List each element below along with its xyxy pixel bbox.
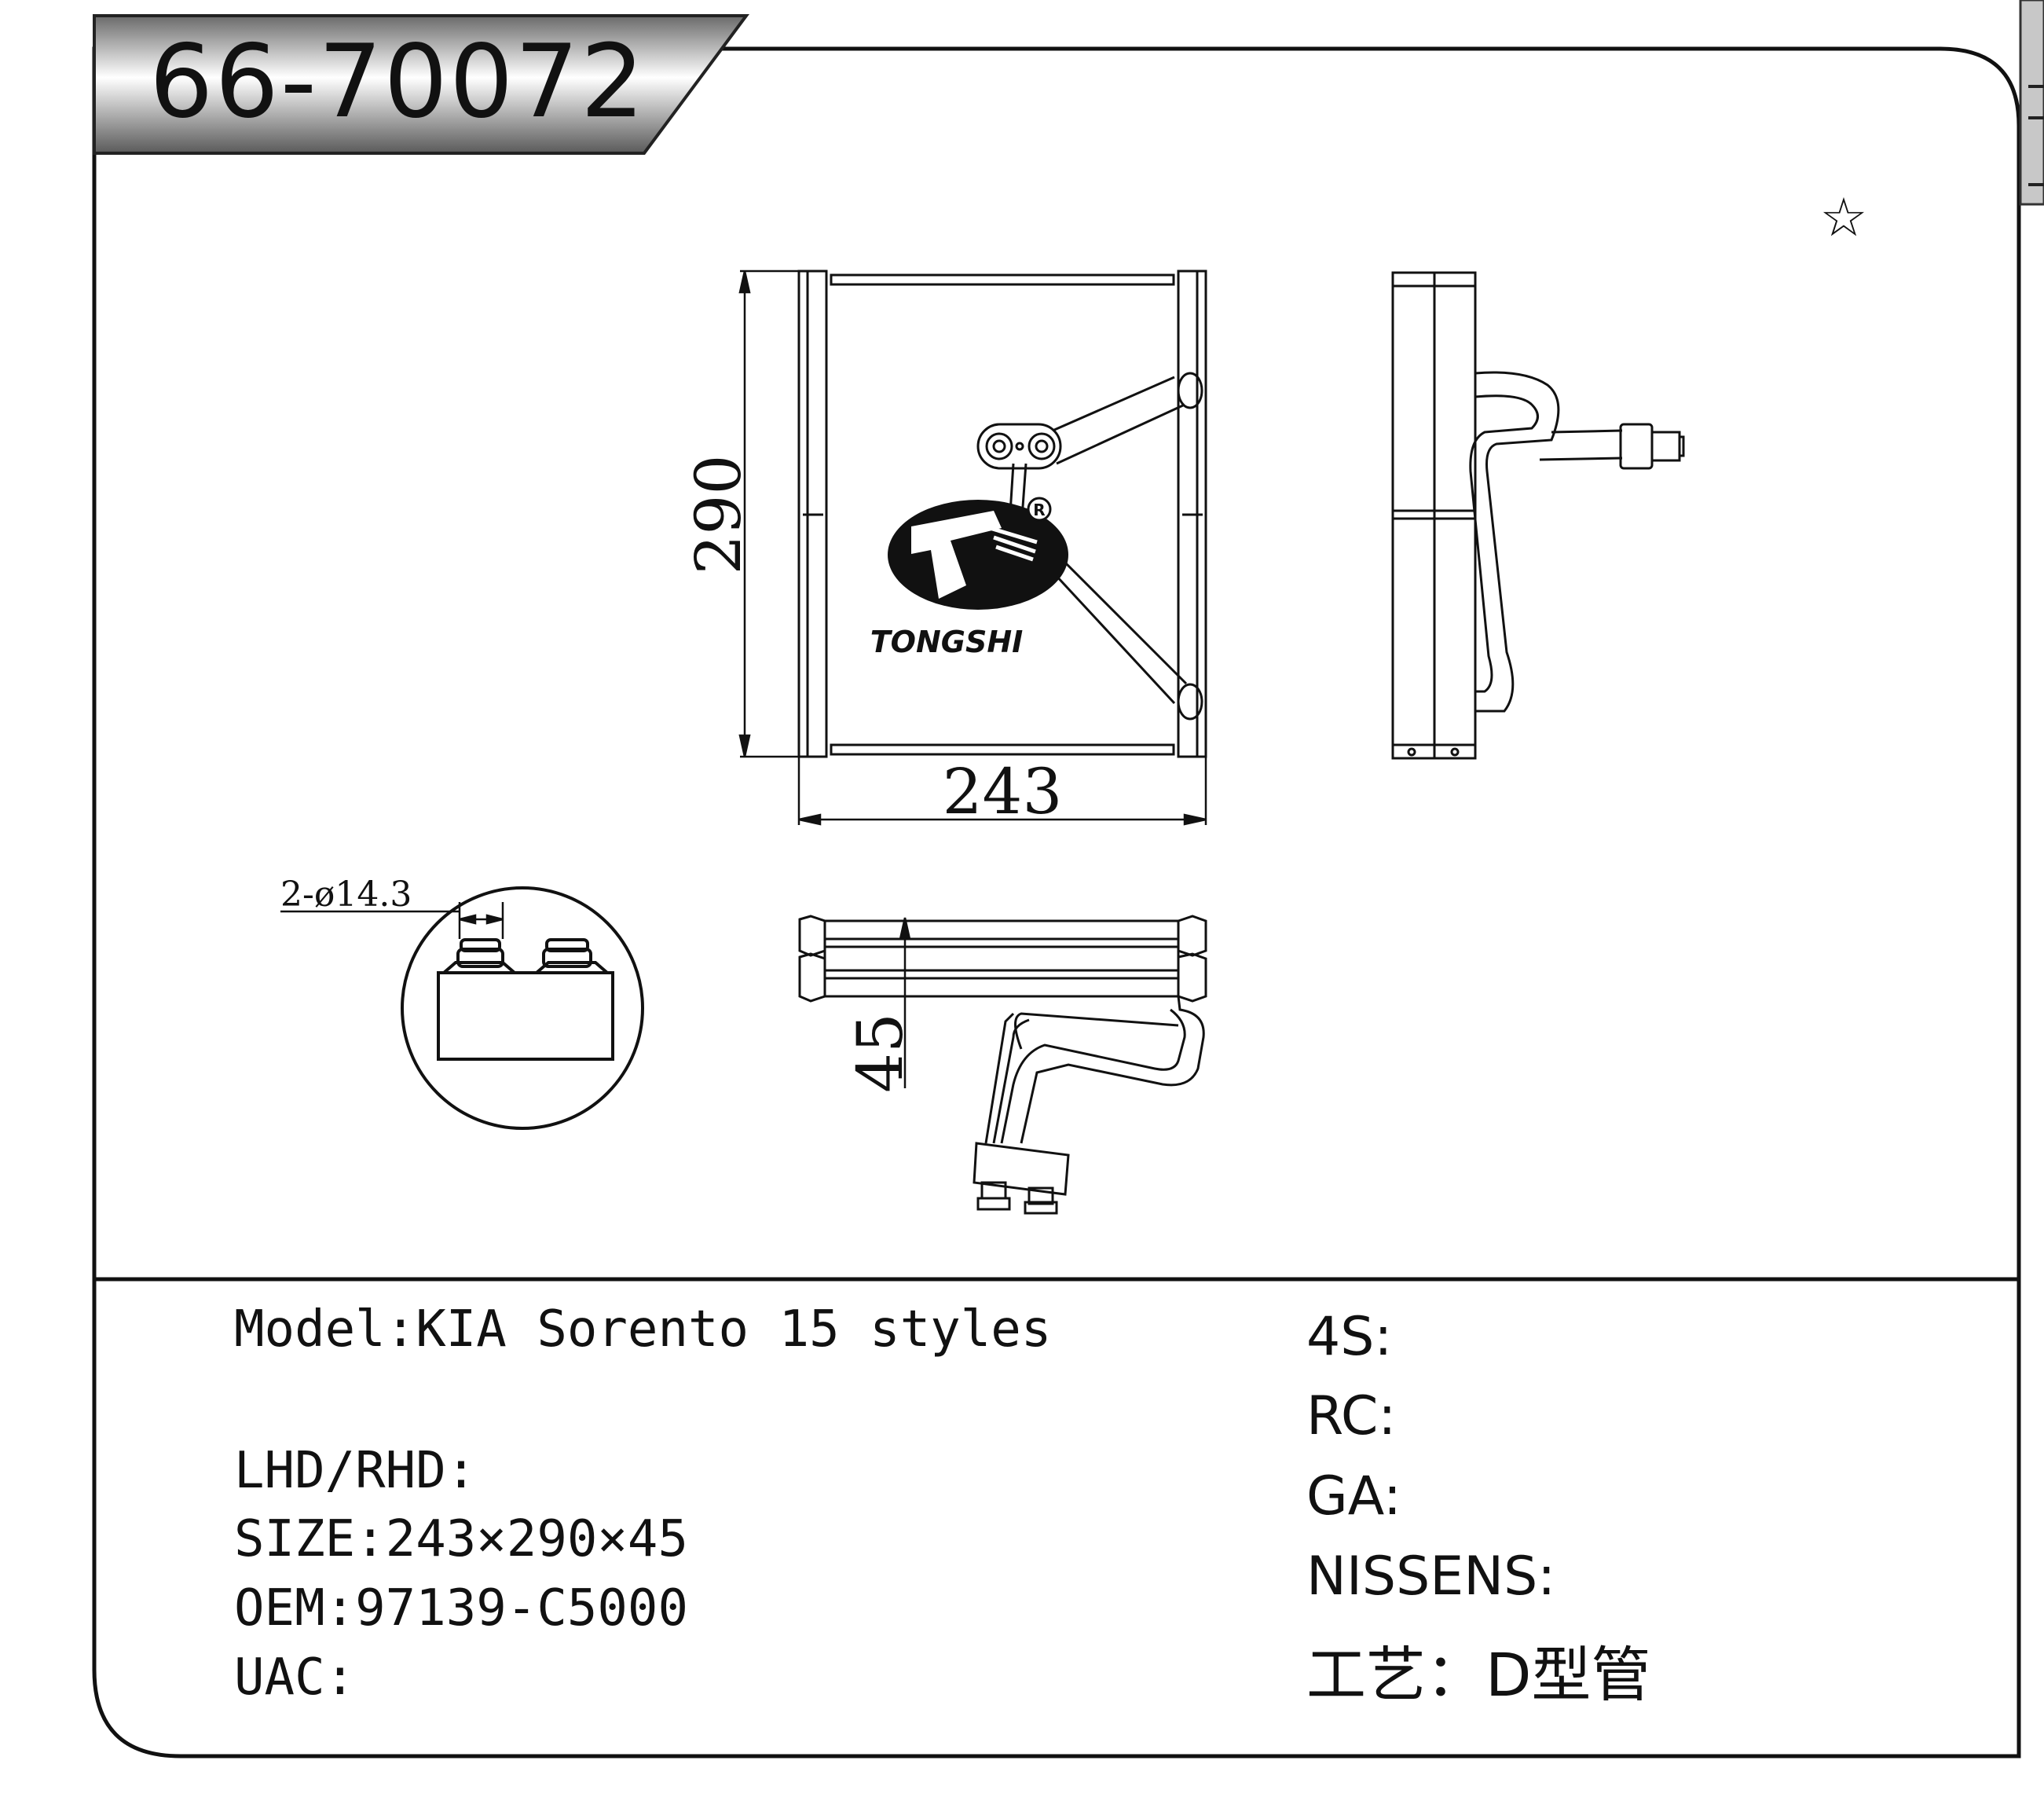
dim-width-label: 243 [943,755,1063,828]
ref-nissens: NISSENS: [1306,1546,1556,1608]
top-view [798,915,1207,1215]
part-number-banner [93,14,749,155]
logo-wordmark: TONGSHI [870,625,1024,659]
outer-frame [92,46,2021,1758]
spec-uac: UAC: [234,1648,356,1707]
star-icon: ☆ [1820,187,1868,249]
spec-model: Model:KIA Sorento 15 styles [234,1300,1052,1359]
spec-lhd-rhd: LHD/RHD: [234,1442,477,1500]
port-detail [401,886,644,1130]
side-view [1391,271,1685,760]
dimension-45 [899,917,911,1088]
dimension-243 [797,757,1207,826]
registered-mark: R [1033,501,1045,519]
front-view [797,270,1207,758]
ref-process: 工艺：D型管 [1306,1640,1651,1710]
tongshi-logo: R TONGSHI [870,497,1068,659]
spec-size: SIZE:243×290×45 [234,1510,688,1568]
edge-tab [2019,0,2044,206]
ref-rc: RC: [1306,1385,1397,1447]
dim-height-label: 290 [682,455,755,575]
part-number: 66-70072 [149,24,647,141]
ref-ga: GA: [1306,1465,1401,1527]
port-spec-label: 2-ø14.3 [280,875,412,915]
spec-oem: OEM:97139-C5000 [234,1579,688,1637]
dimension-290 [738,270,799,758]
dim-depth-label: 45 [844,1013,917,1093]
ref-4s: 4S: [1306,1306,1393,1368]
port-dimension [280,902,504,939]
